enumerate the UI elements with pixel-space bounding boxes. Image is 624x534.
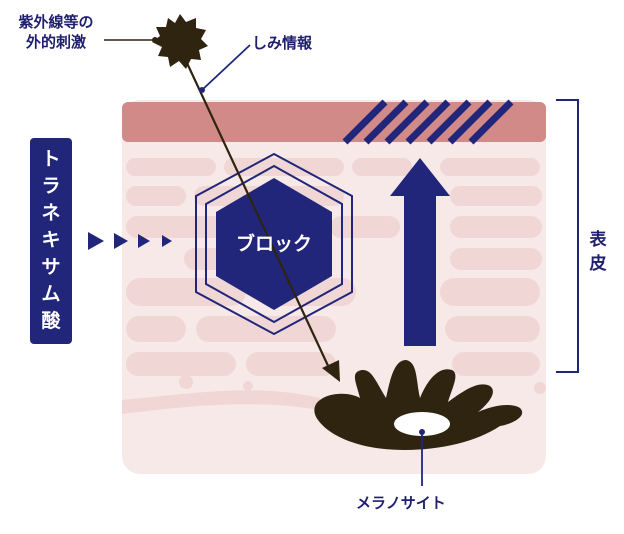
block-hexagon xyxy=(195,152,353,336)
signal-path-line xyxy=(179,47,331,371)
block-label: ブロック xyxy=(235,233,312,255)
epidermis-cells xyxy=(126,158,546,394)
basal-membrane xyxy=(122,390,320,414)
uv-stimulus-icon xyxy=(152,14,208,69)
epidermis-label: 表皮 xyxy=(589,230,607,274)
stratum-corneum-stripes xyxy=(342,99,514,145)
melanocyte-icon xyxy=(314,360,523,450)
uv-stimulus-label-line1: 紫外線等の xyxy=(18,13,94,31)
up-arrow-icon xyxy=(390,158,450,346)
spot-info-label: しみ情報 xyxy=(252,34,313,52)
chevron-arrows-icon xyxy=(88,232,172,250)
melanocyte-label: メラノサイト xyxy=(356,494,446,512)
tranexamic-acid-label: トラネキサム酸 xyxy=(41,148,61,332)
uv-stimulus-label-line2: 外的刺激 xyxy=(25,33,86,51)
uv-stimulus-label: 紫外線等の 外的刺激 xyxy=(6,12,106,52)
signal-arrowhead xyxy=(322,360,340,382)
tranexamic-acid-box: トラネキサム酸 xyxy=(30,138,72,344)
epidermis-bracket xyxy=(556,99,579,373)
spot-info-connector xyxy=(201,44,251,91)
